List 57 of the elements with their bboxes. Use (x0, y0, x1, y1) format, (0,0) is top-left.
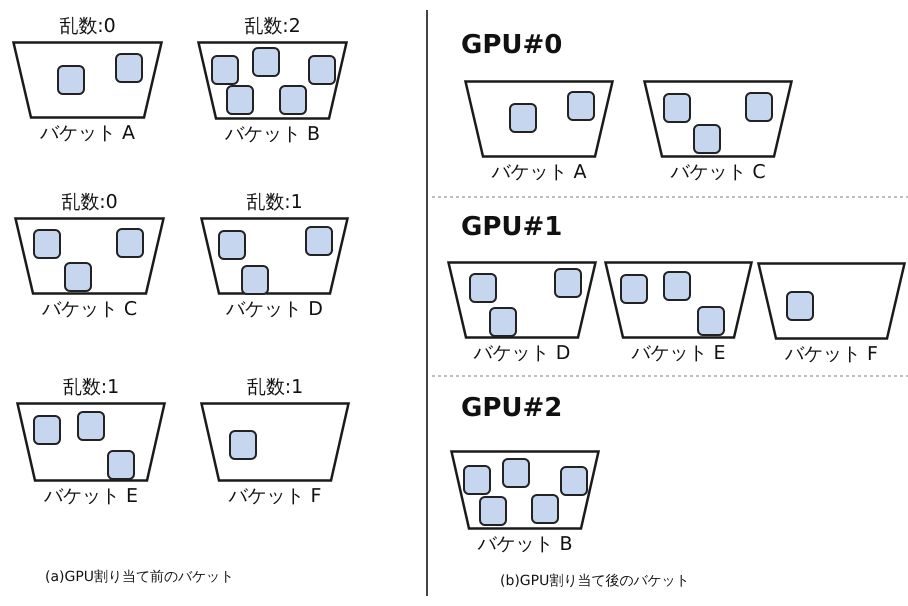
item-square (305, 226, 333, 256)
item-square (279, 85, 307, 115)
bucket-name: バケット F (228, 484, 322, 508)
item-square (64, 262, 92, 292)
item-square (107, 450, 135, 480)
item-square (116, 228, 144, 258)
item-square (554, 268, 582, 298)
item-square (241, 265, 269, 295)
bucket-name: バケット F (785, 342, 878, 366)
item-square (229, 430, 257, 460)
item-square (33, 229, 61, 259)
random-number-label: 乱数:1 (246, 190, 303, 214)
random-number-label: 乱数:1 (246, 375, 304, 399)
item-square (308, 55, 336, 85)
item-square (33, 415, 61, 445)
item-square (115, 53, 143, 83)
item-square (567, 91, 595, 121)
item-square (469, 273, 497, 303)
item-square (502, 458, 530, 488)
item-square (211, 55, 239, 85)
gpu-heading: GPU#1 (461, 212, 562, 242)
bucket-name: バケット D (226, 297, 323, 321)
item-square (226, 85, 254, 115)
item-square (531, 494, 559, 524)
item-square (218, 230, 246, 260)
item-square (252, 47, 280, 77)
item-square (560, 466, 588, 496)
caption: (a)GPU割り当て前のバケット (45, 568, 234, 586)
bucket-name: バケット C (42, 297, 138, 321)
item-square (697, 306, 725, 336)
item-square (57, 65, 85, 95)
random-number-label: 乱数:0 (59, 14, 116, 38)
item-square (620, 274, 648, 304)
random-number-label: 乱数:2 (244, 14, 301, 38)
item-square (509, 103, 537, 133)
item-square (663, 93, 691, 123)
random-number-label: 乱数:0 (61, 190, 118, 214)
bucket-name: バケット A (491, 160, 587, 184)
item-square (786, 291, 814, 321)
bucket-name: バケット C (670, 160, 766, 184)
random-number-label: 乱数:1 (62, 375, 120, 399)
item-square (479, 496, 507, 526)
bucket-name: バケット A (40, 121, 136, 145)
item-square (77, 411, 105, 441)
bucket-name: バケット E (631, 341, 726, 365)
bucket-name: バケット E (44, 484, 138, 508)
item-square (663, 271, 691, 301)
item-square (693, 124, 721, 154)
bucket-name: バケット B (477, 532, 573, 556)
item-square (745, 92, 773, 122)
bucket-name: バケット B (224, 122, 320, 146)
bucket-name: バケット D (474, 341, 570, 365)
item-square (463, 465, 491, 495)
item-square (489, 307, 517, 337)
gpu-heading: GPU#2 (461, 393, 562, 423)
caption: (b)GPU割り当て後のバケット (500, 572, 690, 590)
gpu-heading: GPU#0 (461, 30, 562, 60)
